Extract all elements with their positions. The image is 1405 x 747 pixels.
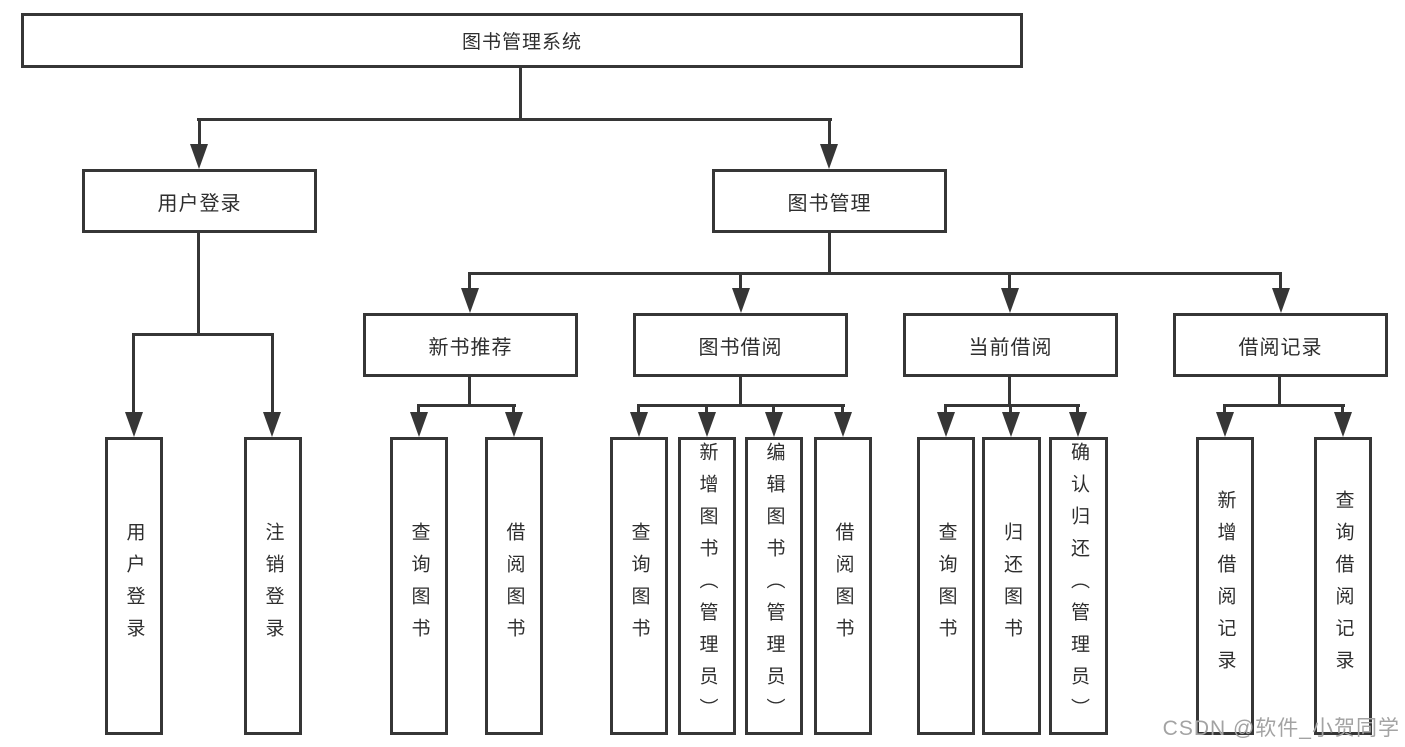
node-book-management: 图书管理 bbox=[712, 169, 947, 233]
arrowhead-icon bbox=[263, 412, 281, 437]
node-borrow-records: 借阅记录 bbox=[1173, 313, 1388, 377]
connector-line bbox=[1223, 404, 1345, 407]
arrowhead-icon bbox=[732, 288, 750, 313]
leaf-borrow-book-2: 借阅图书 bbox=[814, 437, 872, 735]
arrowhead-icon bbox=[1272, 288, 1290, 313]
leaf-user-login: 用户登录 bbox=[105, 437, 163, 735]
node-current-borrow: 当前借阅 bbox=[903, 313, 1118, 377]
arrowhead-icon bbox=[505, 412, 523, 437]
arrowhead-icon bbox=[410, 412, 428, 437]
connector-line bbox=[519, 68, 522, 121]
connector-line bbox=[739, 272, 742, 292]
arrowhead-icon bbox=[190, 144, 208, 169]
connector-line bbox=[944, 404, 1080, 407]
connector-line bbox=[637, 404, 845, 407]
connector-line bbox=[197, 118, 832, 121]
connector-line bbox=[468, 377, 471, 407]
connector-line bbox=[417, 404, 516, 407]
node-book-borrow: 图书借阅 bbox=[633, 313, 848, 377]
connector-line bbox=[841, 404, 844, 416]
arrowhead-icon bbox=[834, 412, 852, 437]
arrowhead-icon bbox=[1334, 412, 1352, 437]
connector-line bbox=[1008, 377, 1011, 407]
leaf-query-borrow-record: 查询借阅记录 bbox=[1314, 437, 1372, 735]
connector-line bbox=[1278, 377, 1281, 407]
connector-line bbox=[512, 404, 515, 416]
connector-line bbox=[197, 233, 200, 336]
connector-line bbox=[132, 333, 274, 336]
arrowhead-icon bbox=[1216, 412, 1234, 437]
connector-line bbox=[468, 272, 471, 292]
connector-line bbox=[1341, 404, 1344, 416]
node-user-login: 用户登录 bbox=[82, 169, 317, 233]
connector-line bbox=[1279, 272, 1282, 292]
node-new-book-recommend: 新书推荐 bbox=[363, 313, 578, 377]
leaf-query-book-1: 查询图书 bbox=[390, 437, 448, 735]
leaf-logout: 注销登录 bbox=[244, 437, 302, 735]
connector-line bbox=[828, 118, 831, 148]
arrowhead-icon bbox=[461, 288, 479, 313]
connector-line bbox=[772, 404, 775, 416]
leaf-confirm-return-admin: 确认归还（管理员） bbox=[1049, 437, 1108, 735]
connector-line bbox=[468, 272, 1282, 275]
connector-line bbox=[705, 404, 708, 416]
leaf-query-book-2: 查询图书 bbox=[610, 437, 668, 735]
arrowhead-icon bbox=[937, 412, 955, 437]
connector-line bbox=[417, 404, 420, 416]
leaf-add-book-admin: 新增图书（管理员） bbox=[678, 437, 736, 735]
arrowhead-icon bbox=[765, 412, 783, 437]
connector-line bbox=[944, 404, 947, 416]
leaf-add-borrow-record: 新增借阅记录 bbox=[1196, 437, 1254, 735]
connector-line bbox=[132, 333, 135, 415]
connector-line bbox=[1008, 272, 1011, 292]
connector-line bbox=[828, 233, 831, 275]
connector-line bbox=[1009, 404, 1012, 416]
connector-line bbox=[739, 377, 742, 407]
connector-line bbox=[1223, 404, 1226, 416]
connector-line bbox=[637, 404, 640, 416]
arrowhead-icon bbox=[630, 412, 648, 437]
arrowhead-icon bbox=[820, 144, 838, 169]
arrowhead-icon bbox=[698, 412, 716, 437]
leaf-borrow-book-1: 借阅图书 bbox=[485, 437, 543, 735]
leaf-query-book-3: 查询图书 bbox=[917, 437, 975, 735]
leaf-return-book: 归还图书 bbox=[982, 437, 1041, 735]
connector-line bbox=[1076, 404, 1079, 416]
arrowhead-icon bbox=[125, 412, 143, 437]
node-root: 图书管理系统 bbox=[21, 13, 1023, 68]
connector-line bbox=[271, 333, 274, 415]
arrowhead-icon bbox=[1001, 288, 1019, 313]
watermark: CSDN @软件_小贺同学 bbox=[1162, 717, 1400, 740]
arrowhead-icon bbox=[1002, 412, 1020, 437]
arrowhead-icon bbox=[1069, 412, 1087, 437]
connector-line bbox=[198, 118, 201, 148]
leaf-edit-book-admin: 编辑图书（管理员） bbox=[745, 437, 803, 735]
